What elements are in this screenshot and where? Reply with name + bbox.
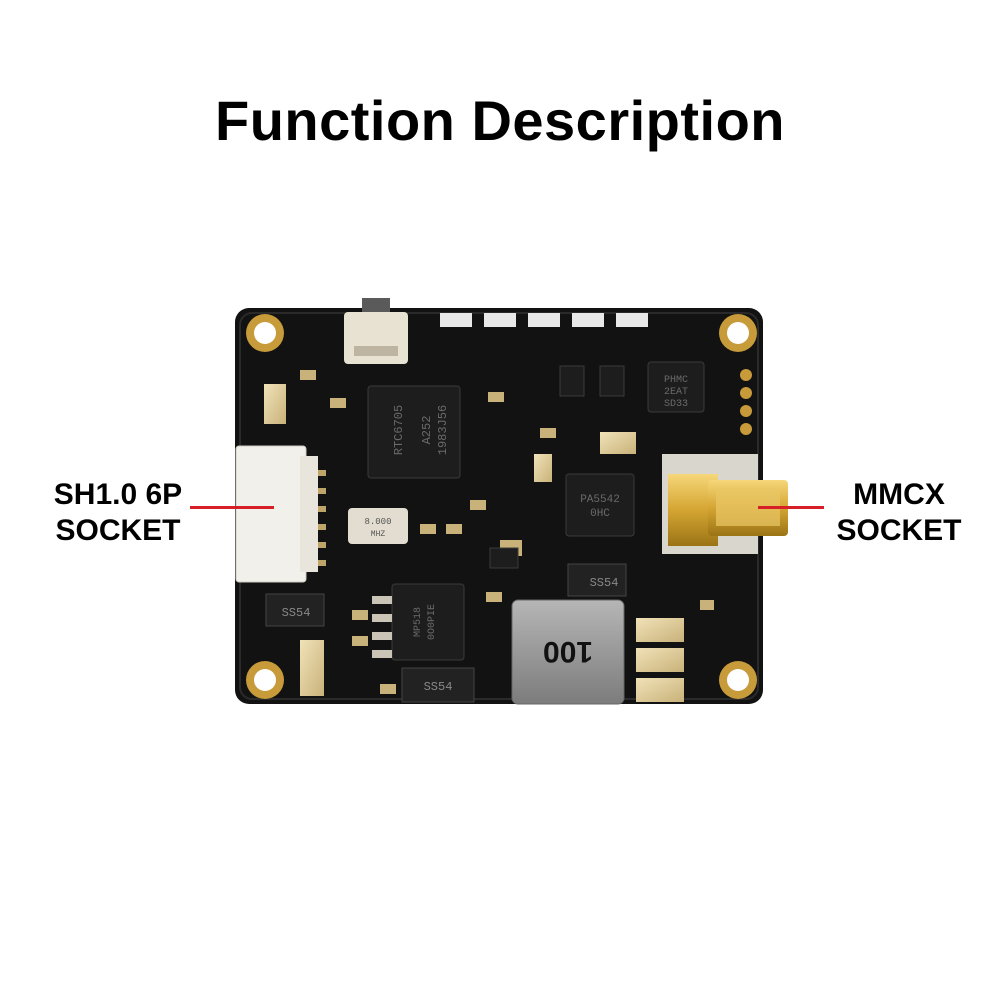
svg-text:PHMC: PHMC [664, 375, 688, 386]
pa5542-chip: PA5542 0HC [565, 473, 635, 537]
svg-text:MP518: MP518 [413, 607, 424, 637]
svg-text:0O0PIE: 0O0PIE [427, 604, 438, 640]
mounting-hole-bottom-right [719, 661, 757, 699]
svg-text:SD33: SD33 [664, 399, 688, 410]
mounting-hole-bottom-left [246, 661, 284, 699]
callout-mmcx-socket: MMCX SOCKET [828, 477, 970, 549]
svg-text:2EAT: 2EAT [664, 387, 688, 398]
diode-ss54-left: SS54 [265, 593, 325, 627]
mounting-hole-top-left [246, 314, 284, 352]
svg-text:MHZ: MHZ [371, 530, 386, 539]
svg-text:100: 100 [543, 635, 593, 668]
rtc6705-chip: RTC6705 A252 1983J56 [367, 385, 461, 479]
passive-components [264, 365, 714, 702]
svg-text:0HC: 0HC [590, 508, 610, 520]
svg-text:SS54: SS54 [424, 680, 453, 694]
callout-sh1-socket: SH1.0 6P SOCKET [38, 477, 198, 549]
qfn-chip-small: PHMC 2EAT SD33 [647, 361, 705, 413]
diode-ss54-bottom: SS54 [401, 667, 475, 703]
callout-left-line2: SOCKET [55, 514, 181, 547]
diode-ss54-right: SS54 [567, 563, 627, 597]
svg-text:PA5542: PA5542 [580, 494, 620, 506]
page-title: Function Description [215, 89, 785, 152]
callout-left-line1: SH1.0 6P [53, 478, 183, 511]
pcb-substrate [235, 308, 763, 704]
svg-text:RTC6705: RTC6705 [392, 405, 406, 455]
svg-text:8.000: 8.000 [364, 517, 391, 527]
svg-text:SS54: SS54 [282, 606, 311, 620]
svg-text:A252: A252 [420, 416, 434, 445]
crystal-oscillator: 8.000 MHZ [348, 508, 408, 544]
svg-text:1983J56: 1983J56 [436, 405, 450, 455]
callout-right-line1: MMCX [853, 478, 945, 511]
mounting-hole-top-right [719, 314, 757, 352]
inductor-100: 100 [511, 599, 625, 705]
leader-line-left [190, 506, 274, 509]
slide-switch [344, 298, 408, 364]
sh1-6p-socket [235, 445, 326, 583]
gold-pads-right [740, 369, 752, 435]
regulator-chip: MP518 0O0PIE [372, 583, 465, 661]
svg-text:SS54: SS54 [590, 576, 619, 590]
leader-line-right [758, 506, 824, 509]
led-row [440, 313, 648, 327]
callout-right-line2: SOCKET [836, 514, 962, 547]
mmcx-socket [662, 454, 788, 554]
